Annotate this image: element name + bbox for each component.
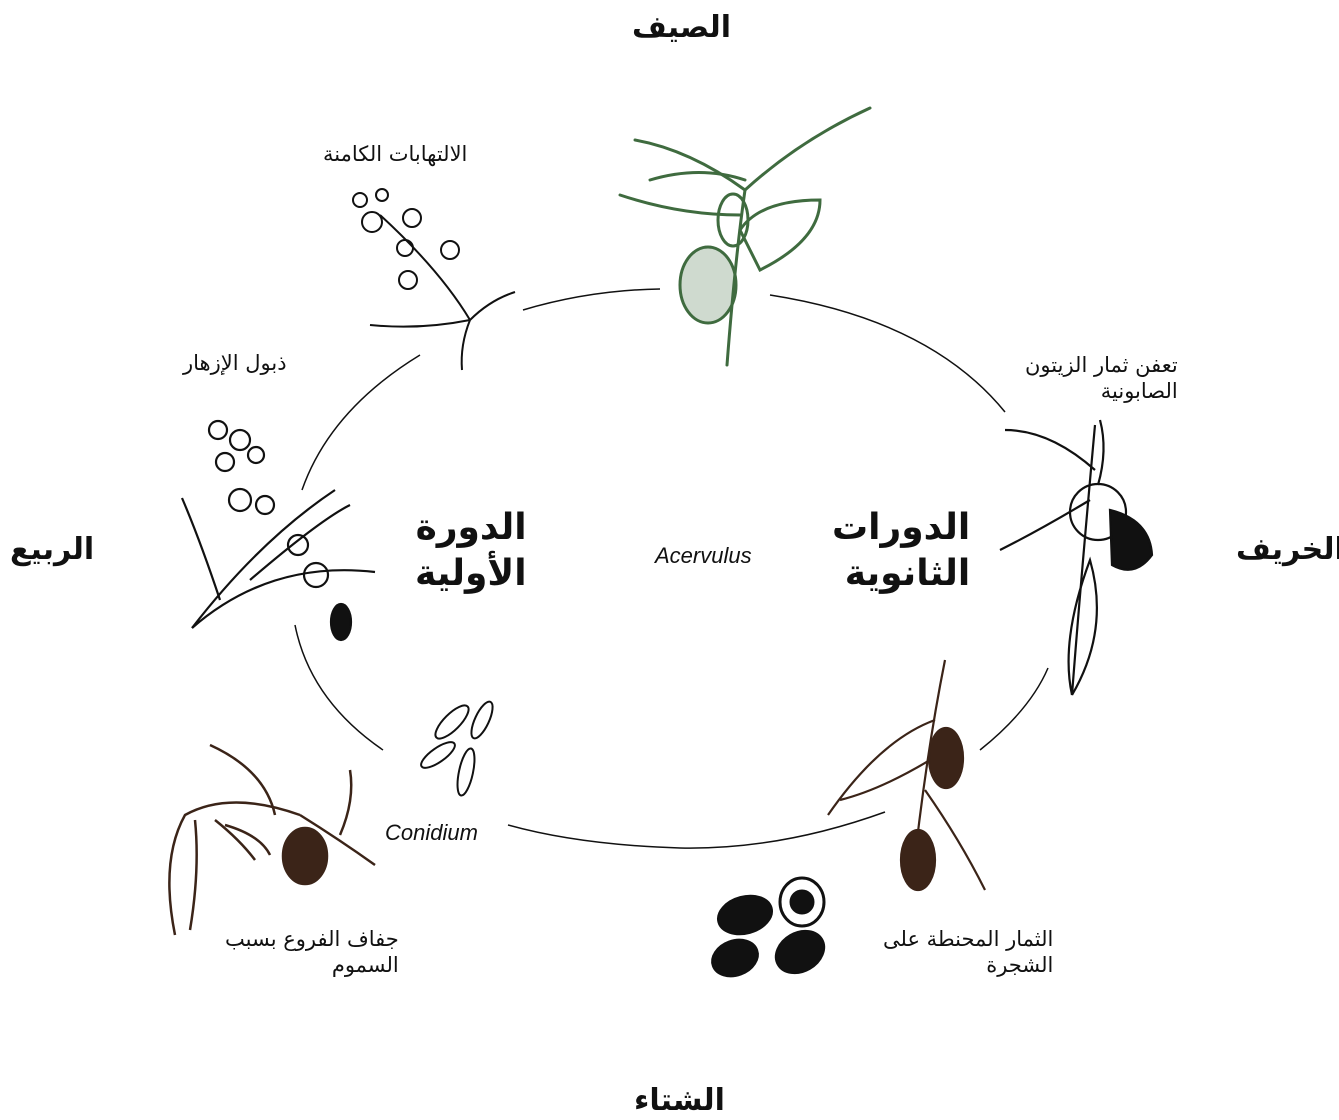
mummified-fruits-label-line2: الشجرة — [883, 952, 1053, 978]
mummified-fruits-label-line1: الثمار المحنطة على — [883, 926, 1053, 952]
primary-cycle-line1: الدورة — [415, 505, 527, 551]
season-autumn: الخريف — [1236, 532, 1339, 567]
summer-olive-branch-illustration — [620, 108, 870, 365]
fallen-mummified-fruits-illustration — [706, 878, 832, 983]
season-winter: الشتاء — [634, 1083, 725, 1118]
secondary-cycles-line1: الدورات — [832, 505, 970, 551]
season-spring: الربيع — [10, 532, 94, 567]
acervulus-label: Acervulus — [655, 543, 752, 569]
season-summer: الصيف — [632, 10, 731, 45]
twig-dieback-label: جفاف الفروع بسبب السموم — [225, 926, 399, 978]
fruit-rot-label-line2: الصابونية — [1025, 378, 1178, 404]
twig-dieback-illustration — [169, 745, 375, 935]
flower-wilt-branch-illustration — [182, 421, 375, 640]
flower-wilt-label: ذبول الإزهار — [183, 350, 287, 376]
twig-dieback-label-line2: السموم — [225, 952, 399, 978]
mummified-fruits-label: الثمار المحنطة على الشجرة — [883, 926, 1053, 978]
primary-cycle-title: الدورة الأولية — [415, 505, 527, 597]
primary-cycle-line2: الأولية — [415, 551, 527, 597]
fruit-rot-branch-illustration — [1000, 420, 1152, 695]
fruit-rot-label: تعفن ثمار الزيتون الصابونية — [1025, 352, 1178, 404]
secondary-cycles-line2: الثانوية — [832, 551, 970, 597]
conidium-label: Conidium — [385, 820, 478, 846]
latent-infection-label: الالتهابات الكامنة — [323, 141, 467, 167]
secondary-cycles-title: الدورات الثانوية — [832, 505, 970, 597]
conidia-spores-illustration — [418, 699, 497, 797]
mummified-fruits-branch-illustration — [828, 660, 985, 890]
fruit-rot-label-line1: تعفن ثمار الزيتون — [1025, 352, 1178, 378]
twig-dieback-label-line1: جفاف الفروع بسبب — [225, 926, 399, 952]
latent-infection-branch-illustration — [353, 189, 515, 370]
